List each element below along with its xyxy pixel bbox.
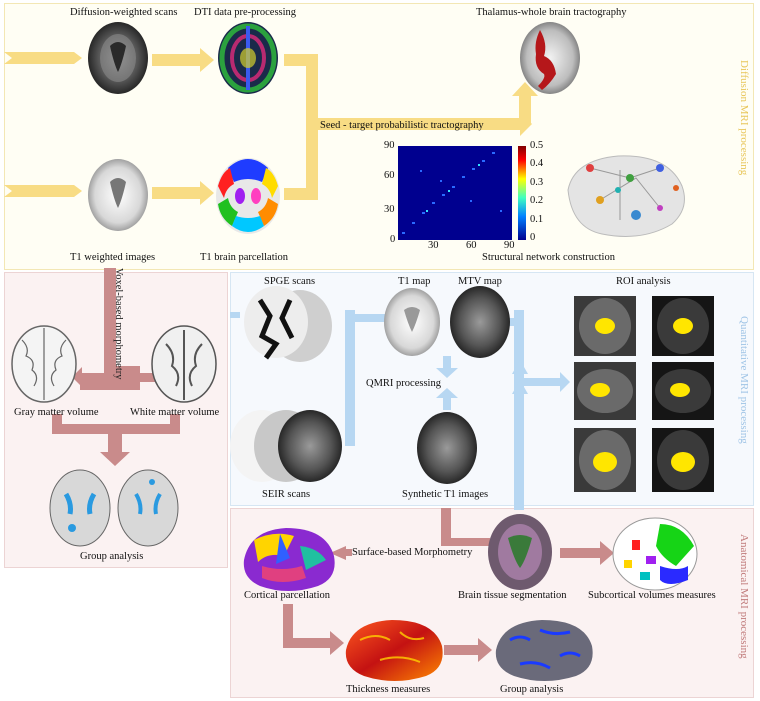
label-spge: SPGE scans	[264, 276, 316, 287]
colorbar-tick-0: 0.5	[530, 140, 544, 151]
label-seir: SEIR scans	[262, 489, 311, 500]
thickness-brain	[345, 620, 443, 681]
synthetic-t1-brain	[417, 412, 477, 484]
spge-scans	[244, 286, 332, 362]
label-roi: ROI analysis	[616, 276, 671, 287]
mtv-map-brain	[450, 286, 510, 358]
diffusion-weighted-brain	[88, 22, 148, 94]
colorbar-tick-3: 0.2	[530, 195, 544, 206]
label-dw-scans: Diffusion-weighted scans	[70, 7, 178, 18]
matrix-xtick-2: 90	[504, 240, 515, 251]
tissue-segmentation-brain	[488, 514, 552, 590]
matrix-ytick-3: 0	[390, 234, 396, 245]
label-wm-vol: White matter volume	[130, 407, 220, 418]
t1-parcellation-brain	[216, 158, 280, 234]
label-struct-net: Structural network construction	[482, 252, 615, 263]
thalamus-tractography-brain	[520, 22, 580, 94]
cortical-parcellation-brain	[243, 528, 335, 591]
dti-color-brain	[218, 22, 278, 94]
connectivity-matrix	[398, 146, 526, 240]
label-t1map: T1 map	[398, 276, 431, 287]
label-synth-t1: Synthetic T1 images	[402, 489, 489, 500]
colorbar-tick-4: 0.1	[530, 214, 544, 225]
label-dti-pre: DTI data pre-processing	[194, 7, 297, 18]
label-cortical-parcel: Cortical parcellation	[244, 590, 331, 601]
t1-weighted-brain	[88, 159, 148, 231]
network-brain	[567, 155, 685, 237]
diffusion-arrows	[4, 48, 538, 205]
section-title-diffusion: Diffusion MRI processing	[738, 60, 750, 176]
white-matter-brain	[151, 325, 217, 403]
label-gm-vol: Gray matter volume	[14, 407, 99, 418]
matrix-ytick-1: 60	[384, 170, 395, 181]
seir-scans	[230, 410, 342, 482]
label-tissue-seg: Brain tissue segmentation	[458, 590, 567, 601]
label-t1-weighted: T1 weighted images	[70, 252, 156, 263]
section-title-anatomical: Anatomical MRI processing	[738, 534, 750, 659]
label-group-analysis-bottom: Group analysis	[500, 684, 564, 695]
label-thal-tract: Thalamus-whole brain tractography	[476, 7, 627, 18]
section-title-quantitative: Quantitative MRI processing	[738, 316, 750, 444]
colorbar-tick-2: 0.3	[530, 177, 544, 188]
colorbar-tick-5: 0	[530, 232, 536, 243]
colorbar-tick-1: 0.4	[530, 158, 544, 169]
matrix-ytick-2: 30	[384, 204, 395, 215]
gray-matter-brain	[11, 325, 77, 403]
subcortical-volumes-image	[612, 517, 698, 591]
roi-analysis-images	[574, 296, 714, 492]
label-mtvmap: MTV map	[458, 276, 502, 287]
label-seed-target: Seed - target probabilistic tractography	[320, 120, 484, 131]
label-qmri: QMRI processing	[366, 378, 441, 389]
group-analysis-brains	[49, 469, 179, 547]
label-t1-parcel: T1 brain parcellation	[200, 252, 289, 263]
label-subcortical: Subcortical volumes measures	[588, 590, 716, 601]
label-thickness: Thickness measures	[346, 684, 431, 695]
group-analysis-surface-brain	[495, 620, 593, 681]
matrix-xtick-1: 60	[466, 240, 477, 251]
matrix-ytick-0: 90	[384, 140, 395, 151]
label-group-analysis-left: Group analysis	[80, 551, 144, 562]
t1-map-brain	[384, 288, 440, 356]
matrix-xtick-0: 30	[428, 240, 439, 251]
label-sbm: Surface-based Morphometry	[352, 547, 473, 559]
label-vbm: Voxel-based morphometry	[113, 268, 124, 380]
